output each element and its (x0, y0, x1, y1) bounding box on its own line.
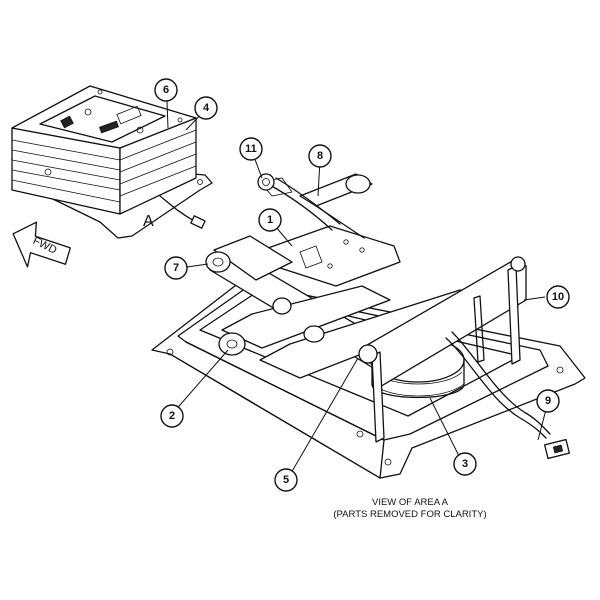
callout-8: 8 (308, 144, 332, 168)
figure-caption: VIEW OF AREA A (PARTS REMOVED FOR CLARIT… (300, 497, 520, 521)
seat-suspension (151, 173, 586, 479)
svg-text:3: 3 (462, 458, 468, 470)
forward-arrow: FWD (12, 221, 71, 268)
callout-11: 11 (239, 137, 263, 161)
svg-text:5: 5 (283, 474, 289, 486)
callout-7: 7 (164, 256, 188, 280)
svg-text:6: 6 (163, 84, 169, 96)
control-module (11, 85, 213, 239)
svg-text:9: 9 (545, 395, 551, 407)
svg-text:1: 1 (267, 214, 273, 226)
svg-text:11: 11 (245, 143, 257, 155)
svg-text:8: 8 (317, 150, 323, 162)
callout-6: 6 (154, 78, 178, 102)
callout-5: 5 (274, 468, 298, 492)
svg-text:7: 7 (173, 262, 179, 274)
callout-10: 10 (546, 285, 570, 309)
callout-3: 3 (453, 452, 477, 476)
caption-line-2: (PARTS REMOVED FOR CLARITY) (333, 509, 487, 520)
caption-line-1: VIEW OF AREA A (371, 497, 449, 508)
callout-2: 2 (160, 404, 184, 428)
callout-9: 9 (536, 389, 560, 413)
callout-1: 1 (258, 208, 282, 232)
svg-text:4: 4 (203, 102, 210, 114)
svg-text:10: 10 (552, 291, 564, 303)
svg-text:2: 2 (169, 410, 175, 422)
callout-4: 4 (194, 96, 218, 120)
area-marker-a: A (143, 213, 154, 230)
